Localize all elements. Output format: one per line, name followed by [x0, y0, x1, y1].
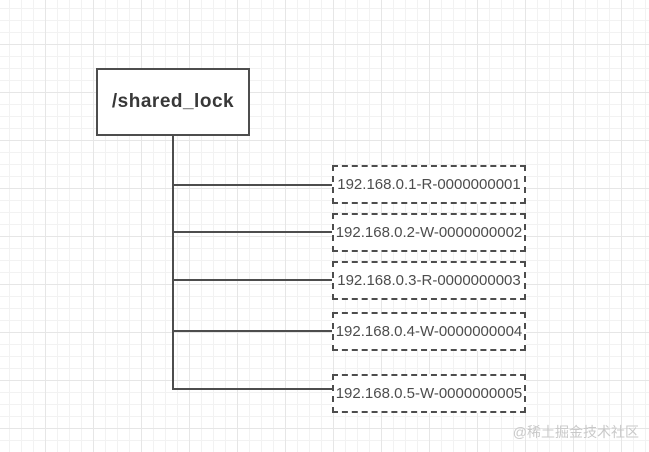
- root-node-shared-lock: /shared_lock: [96, 68, 250, 136]
- root-node-label: /shared_lock: [111, 91, 235, 112]
- child-node-label: 192.168.0.5-W-0000000005: [335, 385, 523, 402]
- child-node: 192.168.0.2-W-0000000002: [332, 213, 526, 252]
- child-node-label: 192.168.0.4-W-0000000004: [335, 323, 523, 340]
- child-node-label: 192.168.0.3-R-0000000003: [337, 272, 521, 289]
- branch-line: [174, 388, 332, 390]
- trunk-line: [172, 136, 174, 390]
- child-node: 192.168.0.1-R-0000000001: [332, 165, 526, 204]
- child-node: 192.168.0.5-W-0000000005: [332, 374, 526, 413]
- branch-line: [174, 231, 332, 233]
- branch-line: [174, 279, 332, 281]
- branch-line: [174, 330, 332, 332]
- branch-line: [174, 184, 332, 186]
- watermark: @稀土掘金技术社区: [512, 424, 639, 440]
- child-node-label: 192.168.0.2-W-0000000002: [335, 224, 523, 241]
- child-node: 192.168.0.4-W-0000000004: [332, 312, 526, 351]
- child-node-label: 192.168.0.1-R-0000000001: [337, 176, 521, 193]
- child-node: 192.168.0.3-R-0000000003: [332, 261, 526, 300]
